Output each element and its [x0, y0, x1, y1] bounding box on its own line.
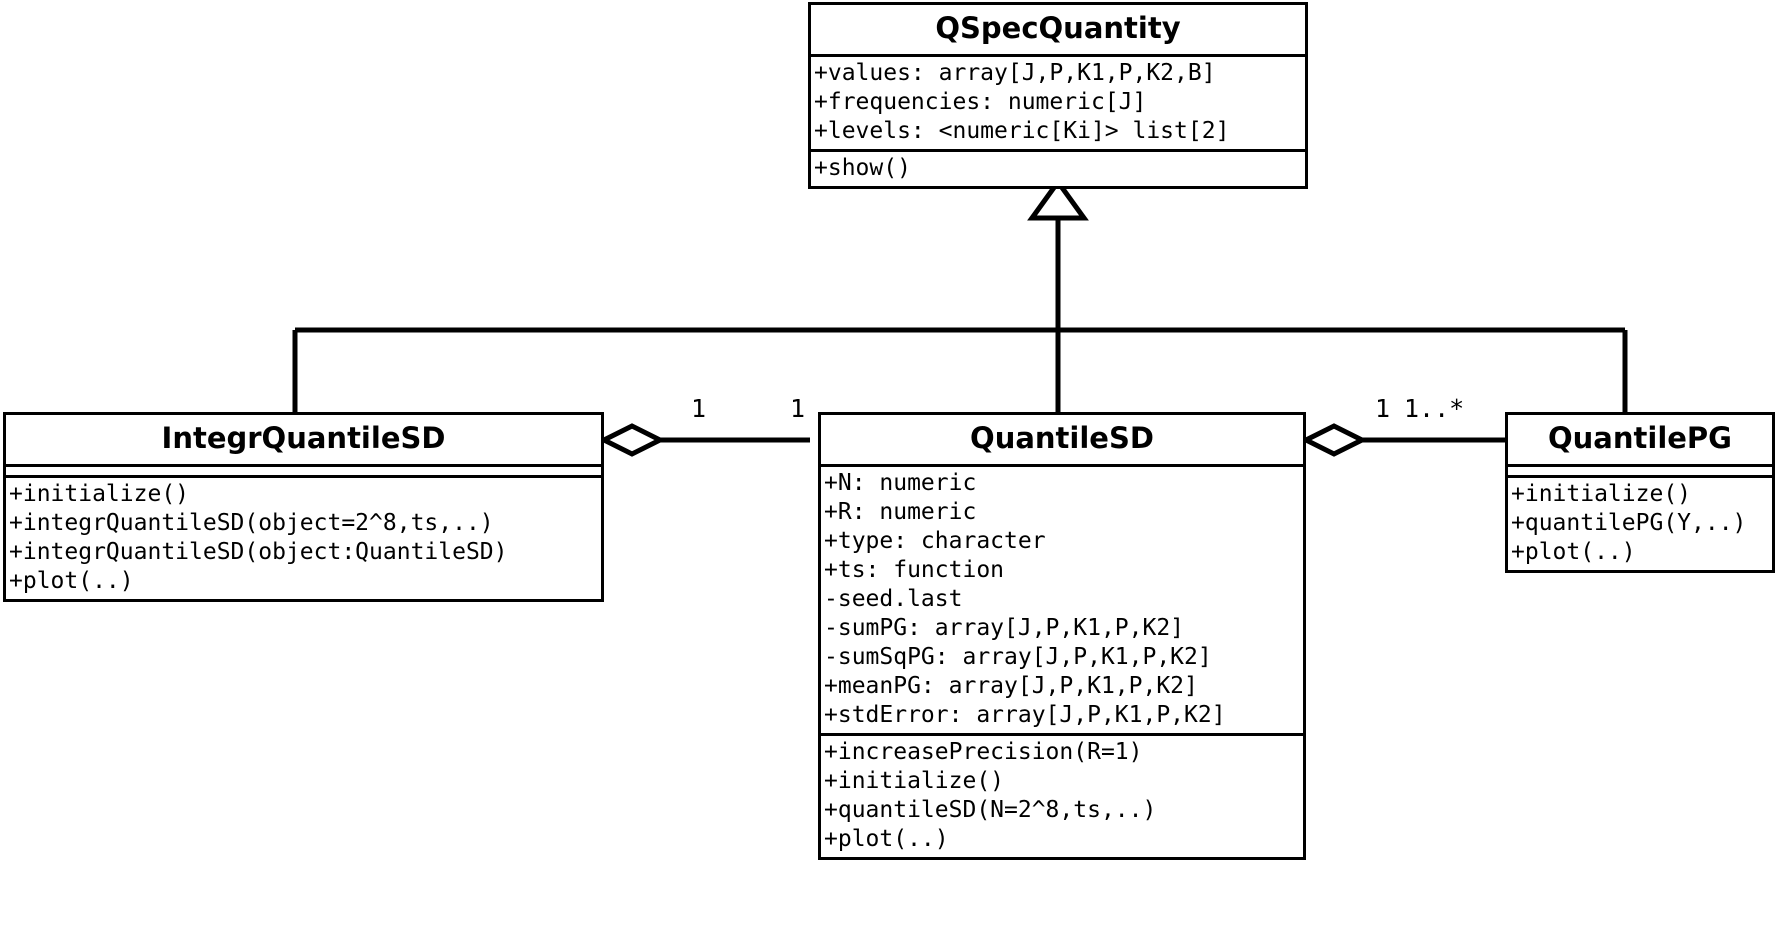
attribute-row: +R: numeric [824, 499, 977, 525]
class-title-integrquantilesd: IntegrQuantileSD [161, 421, 446, 455]
attribute-row: +ts: function [824, 557, 1005, 583]
attribute-row: +N: numeric [824, 470, 977, 496]
attribute-row: -seed.last [824, 586, 963, 612]
method-row: +show() [814, 155, 911, 181]
methods-compartment-quantilesd: +increasePrecision(R=1) +initialize() +q… [821, 733, 1303, 857]
generalization-edges [292, 177, 1628, 412]
method-row: +increasePrecision(R=1) [824, 739, 1143, 765]
attribute-row: -sumSqPG: array[J,P,K1,P,K2] [824, 644, 1212, 670]
aggregation-right-edge [1300, 423, 1505, 457]
attribute-row: +frequencies: numeric[J] [814, 89, 1147, 115]
aggregation-left-edge [598, 423, 810, 457]
method-row: +initialize() [1511, 481, 1692, 507]
multiplicity-right-near: 1 [1375, 394, 1391, 423]
method-row: +integrQuantileSD(object:QuantileSD) [9, 539, 508, 565]
multiplicity-left-far: 1 [790, 394, 806, 423]
class-box-qspecquantity[interactable]: QSpecQuantity +values: array[J,P,K1,P,K2… [808, 2, 1308, 189]
class-box-quantilepg[interactable]: QuantilePG +initialize() +quantilePG(Y,.… [1505, 412, 1775, 573]
attributes-compartment-quantilesd: +N: numeric +R: numeric +type: character… [821, 464, 1303, 733]
attribute-row: +stdError: array[J,P,K1,P,K2] [824, 702, 1226, 728]
method-row: +quantilePG(Y,..) [1511, 510, 1747, 536]
attributes-compartment-qspecquantity: +values: array[J,P,K1,P,K2,B] +frequenci… [811, 54, 1305, 149]
methods-compartment-integrquantilesd: +initialize() +integrQuantileSD(object=2… [6, 475, 601, 599]
attributes-compartment-integrquantilesd [6, 464, 601, 475]
class-title-quantilesd: QuantileSD [970, 421, 1154, 455]
multiplicity-right-far: 1..* [1404, 394, 1465, 423]
method-row: +plot(..) [1511, 539, 1636, 565]
attribute-row: +levels: <numeric[Ki]> list[2] [814, 118, 1230, 144]
method-row: +plot(..) [9, 568, 134, 594]
attribute-row: +meanPG: array[J,P,K1,P,K2] [824, 673, 1198, 699]
attribute-row: +type: character [824, 528, 1046, 554]
method-row: +initialize() [9, 481, 190, 507]
method-row: +initialize() [824, 768, 1005, 794]
class-title-quantilepg: QuantilePG [1548, 421, 1732, 455]
attributes-compartment-quantilepg [1508, 464, 1772, 475]
class-title-qspecquantity: QSpecQuantity [935, 11, 1181, 45]
class-box-quantilesd[interactable]: QuantileSD +N: numeric +R: numeric +type… [818, 412, 1306, 860]
multiplicity-left-near: 1 [691, 394, 707, 423]
method-row: +quantileSD(N=2^8,ts,..) [824, 797, 1157, 823]
method-row: +plot(..) [824, 826, 949, 852]
attribute-row: -sumPG: array[J,P,K1,P,K2] [824, 615, 1185, 641]
methods-compartment-qspecquantity: +show() [811, 149, 1305, 186]
class-box-integrquantilesd[interactable]: IntegrQuantileSD +initialize() +integrQu… [3, 412, 604, 602]
method-row: +integrQuantileSD(object=2^8,ts,..) [9, 510, 494, 536]
methods-compartment-quantilepg: +initialize() +quantilePG(Y,..) +plot(..… [1508, 475, 1772, 570]
attribute-row: +values: array[J,P,K1,P,K2,B] [814, 60, 1216, 86]
